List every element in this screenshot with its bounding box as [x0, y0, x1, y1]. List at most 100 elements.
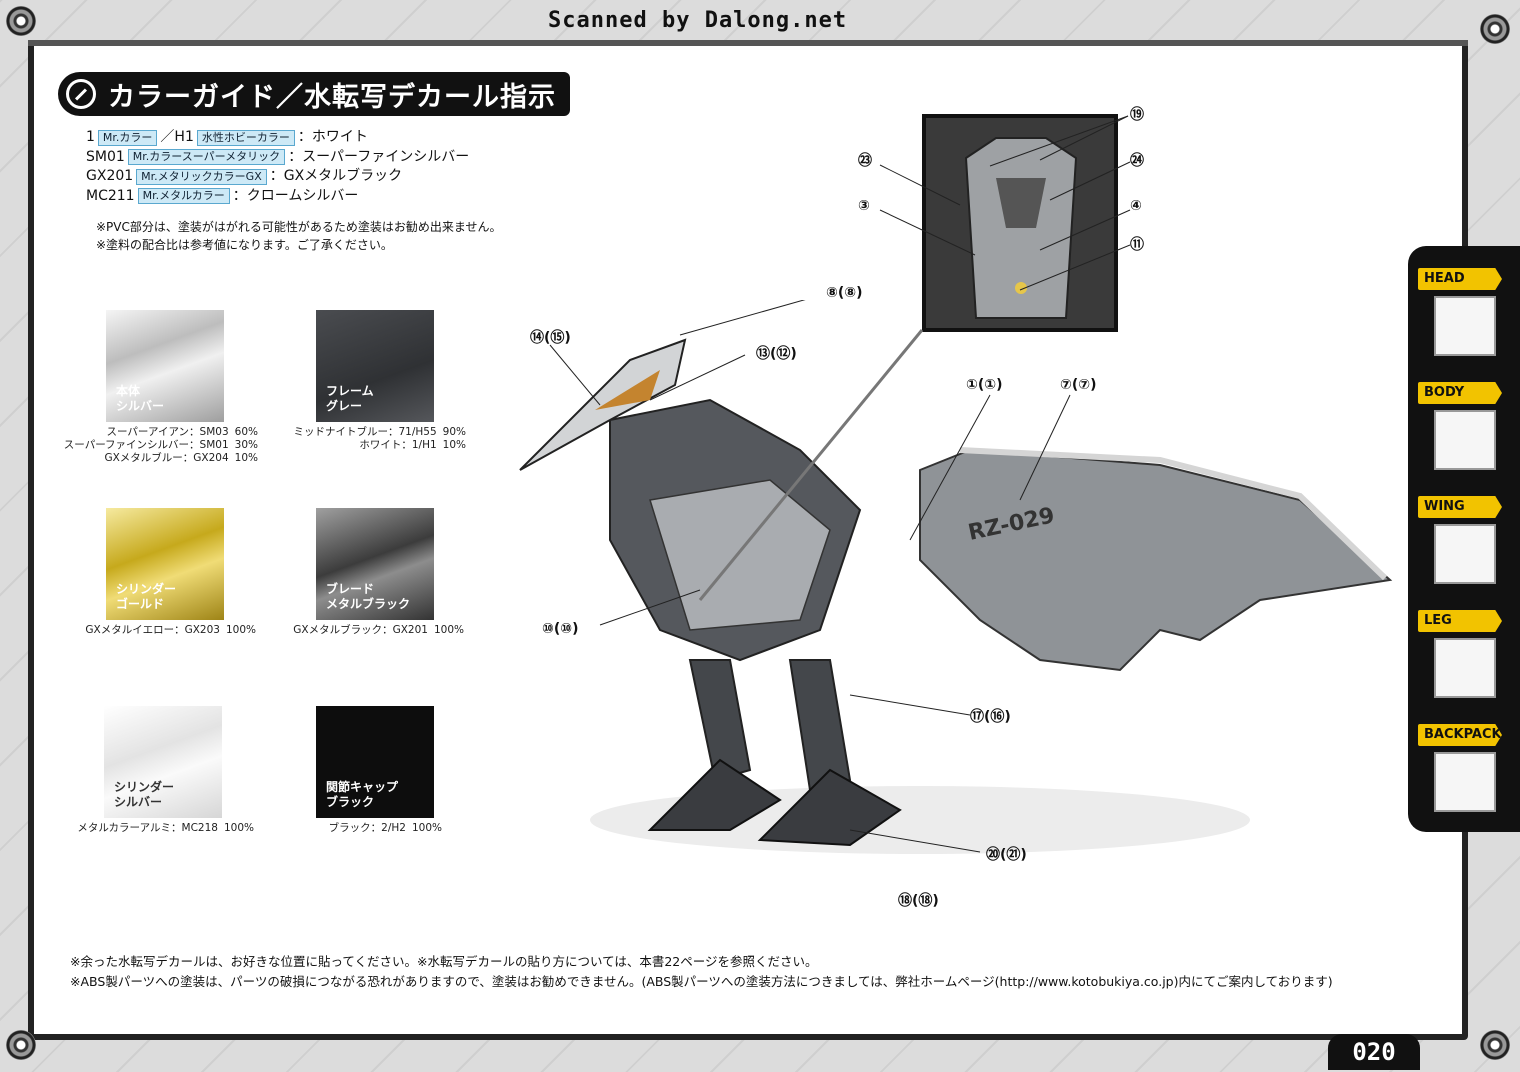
color-swatch: ブレードメタルブラック [316, 508, 434, 620]
note-line: ※ABS製パーツへの塗装は、パーツの破損につながる恐れがありますので、塗装はお勧… [70, 974, 1333, 989]
paint-list: 1 Mr.カラー ／H1 水性ホビーカラー ：ホワイト SM01 Mr.カラース… [86, 128, 469, 206]
side-nav-label: HEAD [1418, 268, 1502, 290]
swatch-label: 関節キャップ [326, 780, 399, 794]
page-title: カラーガイド／水転写デカール指示 [108, 81, 556, 113]
side-nav-item-backpack[interactable]: BACKPACK [1418, 724, 1502, 812]
body-icon [1434, 410, 1496, 470]
corner-bolt-icon [6, 1030, 36, 1060]
head-closeup-image [926, 118, 1114, 328]
side-nav-item-head[interactable]: HEAD [1418, 268, 1502, 356]
color-swatch-card: シリンダーゴールド GXメタルイエロー：GX203 100% [60, 508, 256, 637]
side-nav-label: BODY [1418, 382, 1502, 404]
color-swatch: シリンダーシルバー [104, 706, 222, 818]
side-nav-item-leg[interactable]: LEG [1418, 610, 1502, 698]
wing-shape [919, 448, 1393, 672]
paint-code: SM01 [86, 148, 125, 165]
swatch-label: ブラック [326, 795, 375, 809]
decal-callout: ⑭(⑮) [530, 330, 571, 346]
paint-code: MC211 [86, 187, 135, 204]
paint-name: ：クロームシルバー [232, 187, 359, 204]
color-swatch: シリンダーゴールド [106, 508, 224, 620]
swatch-label: ブレード [326, 582, 375, 596]
swatch-label: シリンダー [116, 582, 177, 596]
page-number: 020 [1328, 1034, 1420, 1070]
mix-percent: 100% [433, 624, 464, 636]
head-crest-shape [519, 338, 687, 471]
color-swatch-card: 関節キャップブラック ブラック：2/H2 100% [306, 706, 442, 835]
mix-paint: GXメタルブラック：GX201 [293, 624, 428, 636]
note-line: ※塗料の配合比は参考値になります。ご了承ください。 [96, 238, 393, 252]
decal-callout: ⑪ [1130, 237, 1144, 253]
decal-callout: ⑬(⑫) [756, 346, 797, 362]
mix-paint: メタルカラーアルミ：MC218 [77, 822, 218, 834]
paint-code: GX201 [86, 168, 134, 184]
scan-credit: Scanned by Dalong.net [548, 8, 848, 33]
paint-code: ／H1 [160, 129, 194, 145]
mix-percent: 100% [225, 624, 256, 636]
leg-icon [1434, 638, 1496, 698]
color-swatch: フレームグレー [316, 310, 434, 422]
paint-row: SM01 Mr.カラースーパーメタリック ：スーパーファインシルバー [86, 148, 469, 168]
swatch-label: シルバー [116, 399, 165, 413]
decal-callout: ⑳(㉑) [986, 847, 1027, 863]
mix-ratio: GXメタルブラック：GX201 100% [274, 624, 464, 637]
decal-callout: ③ [858, 198, 870, 214]
painting-notes: ※PVC部分は、塗装がはがれる可能性があるため塗装はお勧め出来ません。 ※塗料の… [96, 218, 502, 254]
color-swatch: 本体シルバー [106, 310, 224, 422]
mix-ratio: GXメタルイエロー：GX203 100% [60, 624, 256, 637]
mix-paint: GXメタルブルー：GX204 [104, 452, 229, 464]
decal-callout: ④ [1130, 198, 1142, 214]
corner-bolt-icon [6, 6, 36, 36]
mix-percent: 100% [223, 822, 254, 834]
decal-callout: ①(①) [966, 377, 1003, 393]
note-line: ※余った水転写デカールは、お好きな位置に貼ってください。※水転写デカールの貼り方… [70, 954, 818, 969]
mix-paint: スーパーアイアン：SM03 [106, 426, 229, 438]
mix-percent: 60% [234, 426, 258, 438]
swatch-label: ゴールド [116, 597, 165, 611]
decal-callout: ⑰(⑯) [970, 709, 1011, 725]
mix-paint: GXメタルイエロー：GX203 [85, 624, 220, 636]
model-illustration: RZ-029 [519, 300, 1393, 854]
mix-paint: ブラック：2/H2 [328, 822, 406, 834]
mix-percent: 90% [442, 426, 466, 438]
mix-ratio: スーパーアイアン：SM03 60% スーパーファインシルバー：SM01 30% GX… [58, 426, 258, 465]
corner-bolt-icon [1480, 14, 1510, 44]
paint-brand-tag: Mr.メタルカラー [137, 188, 230, 205]
paint-row: 1 Mr.カラー ／H1 水性ホビーカラー ：ホワイト [86, 128, 469, 148]
mix-ratio: ブラック：2/H2 100% [306, 822, 442, 835]
swatch-label: グレー [326, 399, 363, 413]
decal-callout: ㉓ [858, 153, 872, 169]
decal-notes: ※余った水転写デカールは、お好きな位置に貼ってください。※水転写デカールの貼り方… [70, 952, 1333, 992]
swatch-label: 本体 [116, 384, 141, 398]
decal-callout: ⑩(⑩) [542, 621, 579, 637]
no-symbol-icon [66, 79, 96, 109]
mix-paint: スーパーファインシルバー：SM01 [63, 439, 229, 451]
side-nav-label: LEG [1418, 610, 1502, 632]
mix-paint: ホワイト：1/H1 [359, 439, 437, 451]
head-icon [1434, 296, 1496, 356]
paint-brand-tag: Mr.メタリックカラーGX [136, 168, 267, 185]
mix-percent: 10% [442, 439, 466, 451]
decal-callout: ㉔ [1130, 153, 1144, 169]
decal-callout: ⑲ [1130, 107, 1144, 123]
leg-shape [788, 659, 852, 792]
paint-name: ：ホワイト [297, 129, 368, 145]
corner-bolt-icon [1480, 1030, 1510, 1060]
mix-percent: 30% [234, 439, 258, 451]
decal-callout: ⑱(⑱) [898, 893, 939, 909]
swatch-label: メタルブラック [326, 597, 411, 611]
color-swatch-card: ブレードメタルブラック GXメタルブラック：GX201 100% [274, 508, 464, 637]
paint-code: 1 [86, 129, 95, 145]
side-nav-item-body[interactable]: BODY [1418, 382, 1502, 470]
side-nav-label: BACKPACK [1418, 724, 1502, 746]
side-nav-item-wing[interactable]: WING [1418, 496, 1502, 584]
paint-brand-tag: Mr.カラースーパーメタリック [127, 149, 286, 166]
color-swatch-card: 本体シルバー スーパーアイアン：SM03 60% スーパーファインシルバー：SM0… [58, 310, 258, 465]
mix-percent: 10% [234, 452, 258, 464]
paint-row: MC211 Mr.メタルカラー ：クロームシルバー [86, 187, 469, 207]
color-swatch-card: シリンダーシルバー メタルカラーアルミ：MC218 100% [62, 706, 254, 835]
paint-brand-tag: Mr.カラー [97, 129, 158, 146]
mix-percent: 100% [411, 822, 442, 834]
